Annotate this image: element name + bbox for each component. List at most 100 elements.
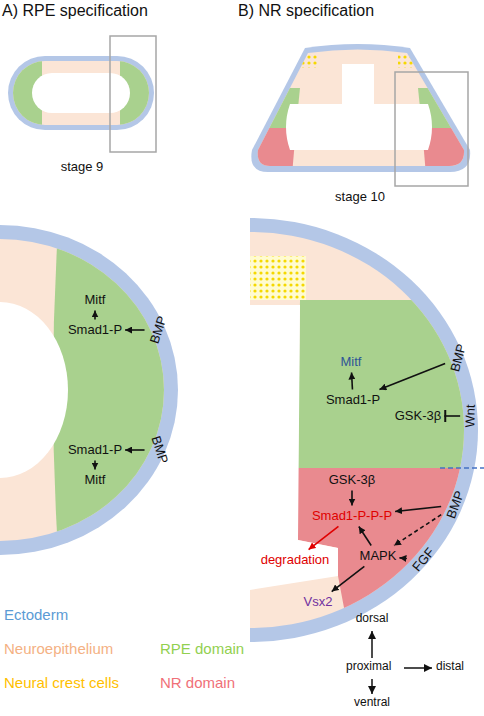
neural-crest — [250, 256, 306, 300]
rpe-domain — [53, 230, 200, 550]
legend-text: Neuroepithelium — [4, 640, 113, 657]
label-text: stage 9 — [61, 159, 104, 174]
protein-label: Smad1-P — [68, 323, 122, 338]
node-text: Mitf — [85, 472, 106, 487]
node-text: BMP — [443, 489, 467, 521]
lumen — [250, 305, 338, 590]
signal-arrow — [359, 526, 371, 545]
node-text: GSK-3β — [329, 472, 376, 487]
panel-title: B) NR specification — [238, 2, 374, 20]
node-text: Smad1-P — [326, 392, 380, 407]
legend-item: NR domain — [160, 674, 235, 691]
node-text: Mitf — [341, 354, 362, 369]
stage10-optic-vesicle — [240, 44, 480, 186]
node-text: MAPK — [360, 548, 397, 563]
panel-title: A) RPE specification — [2, 2, 148, 20]
protein-label: MAPK — [360, 549, 397, 564]
axis-label: proximal — [346, 660, 391, 674]
lumen — [286, 64, 432, 150]
gene-label: Vsx2 — [304, 595, 333, 610]
label-text: stage 10 — [335, 189, 385, 204]
node-text: BMP — [147, 314, 170, 345]
node-text: Wnt — [462, 404, 478, 428]
axis-arrow — [371, 631, 373, 658]
label-text: proximal — [346, 659, 391, 673]
signal-arrow — [394, 515, 441, 546]
node-text: Smad1-P-P-P — [312, 508, 392, 523]
neural-crest — [398, 54, 416, 68]
signal-arrow — [94, 460, 96, 469]
legend-text: RPE domain — [160, 640, 244, 657]
label-text: dorsal — [356, 611, 389, 625]
signal-arrow — [444, 415, 460, 417]
protein-label: Smad1-P-P-P — [312, 509, 392, 524]
protein-label: degradation — [261, 553, 330, 568]
lumen — [32, 73, 130, 113]
gene-label: Mitf — [85, 473, 106, 488]
signal-arrow — [351, 490, 353, 505]
protein-label: BMP — [148, 314, 171, 345]
domain-boundary — [440, 467, 484, 469]
gene-label: Mitf — [85, 293, 106, 308]
legend-item: RPE domain — [160, 640, 244, 657]
legend-text: Neural crest cells — [4, 674, 119, 691]
signal-label: BMP — [444, 489, 468, 521]
axis-arrow — [404, 667, 432, 669]
zoom-frame — [110, 36, 156, 152]
stage9-zoom — [0, 225, 200, 555]
node-text: Smad1-P — [68, 322, 122, 337]
node-text: Smad1-P — [68, 442, 122, 457]
legend-item: Neural crest cells — [4, 674, 119, 691]
gene-label: Mitf — [341, 355, 362, 370]
legend-item: Ectoderm — [4, 606, 68, 623]
node-text: degradation — [261, 552, 330, 567]
signal-arrow — [125, 329, 144, 331]
signal-arrow — [332, 566, 365, 591]
signal-label: BMP — [148, 434, 171, 465]
legend-text: Ectoderm — [4, 606, 68, 623]
neural-crest — [250, 256, 306, 300]
axis-label: ventral — [354, 696, 390, 710]
label-text: A) RPE specification — [2, 2, 148, 19]
signal-label: Wnt — [463, 404, 479, 428]
protein-label: GSK-3β — [329, 473, 376, 488]
signal-arrow — [399, 557, 407, 559]
stage-label: stage 9 — [61, 160, 104, 175]
label-text: ventral — [354, 695, 390, 709]
zoom-frame — [395, 72, 468, 186]
signal-arrow — [395, 507, 441, 512]
legend-item: Neuroepithelium — [4, 640, 113, 657]
protein-label: GSK-3β — [395, 409, 442, 424]
stage10-zoom — [250, 218, 484, 650]
node-text: Vsx2 — [304, 594, 333, 609]
signal-label: FGF — [410, 545, 438, 575]
protein-label: Smad1-P — [326, 393, 380, 408]
node-text: BMP — [148, 434, 171, 465]
signal-arrow — [379, 363, 445, 389]
axis-arrow — [371, 679, 373, 694]
signal-arrow — [351, 372, 353, 389]
node-text: BMP — [447, 342, 469, 373]
signal-arrow — [94, 310, 96, 319]
node-text: GSK-3β — [395, 408, 442, 423]
axis-label: dorsal — [356, 612, 389, 626]
rpe-domain — [298, 300, 480, 468]
neural-crest — [300, 54, 318, 68]
stage9-optic-vesicle — [8, 36, 156, 152]
stage-label: stage 10 — [335, 190, 385, 205]
axis-label: distal — [436, 660, 464, 674]
label-text: distal — [436, 659, 464, 673]
label-text: B) NR specification — [238, 2, 374, 19]
legend-text: NR domain — [160, 674, 235, 691]
signal-arrow — [309, 526, 339, 549]
node-text: FGF — [409, 545, 437, 575]
signal-label: BMP — [448, 342, 470, 373]
protein-label: Smad1-P — [68, 443, 122, 458]
signal-arrow — [125, 449, 144, 451]
lumen — [0, 302, 68, 478]
node-text: Mitf — [85, 292, 106, 307]
